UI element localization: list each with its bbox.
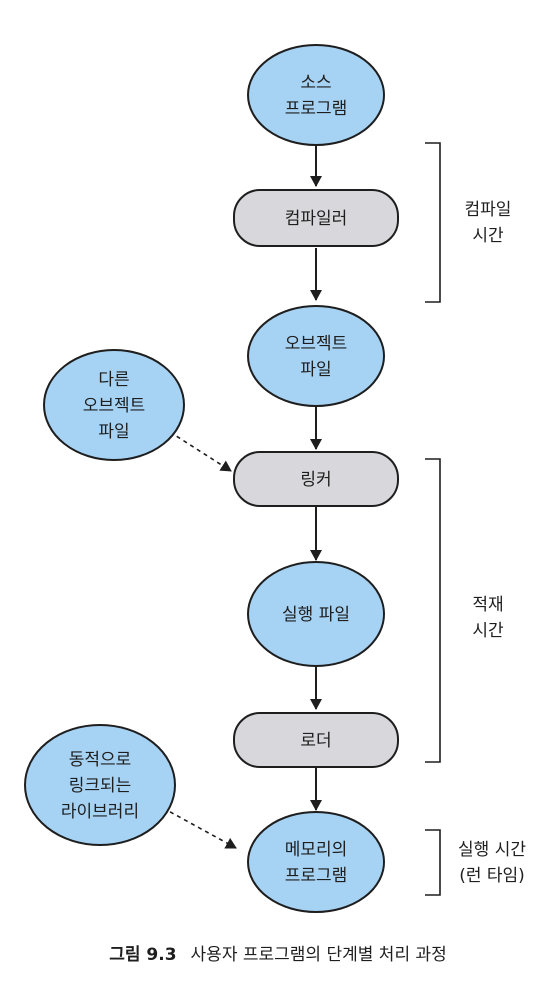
dashed-arrow-libraries-to-memory [162, 807, 237, 849]
bracket-run-time-label-line: (런 타임) [459, 866, 525, 886]
figure-caption-text: 사용자 프로그램의 단계별 처리 과정 [190, 945, 447, 965]
node-loader: 로더 [233, 712, 399, 768]
bracket-compile-time-label-line: 컴파일 [465, 200, 512, 220]
bracket-run-time [425, 829, 441, 896]
node-compiler-label-line: 컴파일러 [285, 209, 348, 229]
figure-caption: 그림 9.3 사용자 프로그램의 단계별 처리 과정 [0, 940, 556, 965]
bracket-run-time-label: 실행 시간 (런 타임) [458, 840, 526, 886]
node-dynamic-libraries-label-line: 라이브러리 [61, 802, 139, 822]
node-other-object-file-label-line: 파일 [98, 422, 129, 442]
node-executable-file: 실행 파일 [247, 561, 385, 667]
node-compiler: 컴파일러 [233, 189, 399, 247]
node-loader-label-line: 로더 [300, 731, 331, 751]
node-other-object-file-label-line: 오브젝트 [83, 396, 146, 416]
bracket-load-time [425, 458, 441, 763]
bracket-compile-time [425, 142, 441, 303]
node-memory-program-label-line: 프로그램 [285, 866, 348, 886]
node-executable-file-label-line: 실행 파일 [282, 605, 350, 625]
node-linker: 링커 [233, 451, 399, 507]
node-memory-program-label-line: 메모리의 [285, 840, 348, 860]
node-object-file-label-line: 파일 [300, 360, 331, 380]
node-loader-label: 로더 [300, 731, 331, 751]
node-dynamic-libraries-label-line: 링크되는 [69, 776, 132, 796]
node-source-program-label-line: 프로그램 [285, 99, 348, 119]
node-source-program-label-line: 소스 [300, 73, 331, 93]
node-other-object-file-label-line: 다른 [98, 370, 129, 390]
dashed-arrow-other-object-to-linker [169, 431, 232, 472]
node-object-file-label-line: 오브젝트 [285, 334, 348, 354]
bracket-run-time-label-line: 실행 시간 [458, 840, 526, 860]
node-executable-file-label: 실행 파일 [282, 605, 350, 625]
node-linker-label-line: 링커 [300, 470, 331, 490]
bracket-load-time-label-line: 적재 [472, 595, 503, 615]
node-dynamic-libraries-label-line: 동적으로 [69, 750, 132, 770]
bracket-load-time-label-line: 시간 [472, 621, 504, 641]
node-compiler-label: 컴파일러 [285, 209, 348, 229]
bracket-compile-time-label-line: 시간 [472, 226, 504, 246]
node-linker-label: 링커 [300, 470, 331, 490]
figure-number: 그림 9.3 [109, 945, 177, 965]
